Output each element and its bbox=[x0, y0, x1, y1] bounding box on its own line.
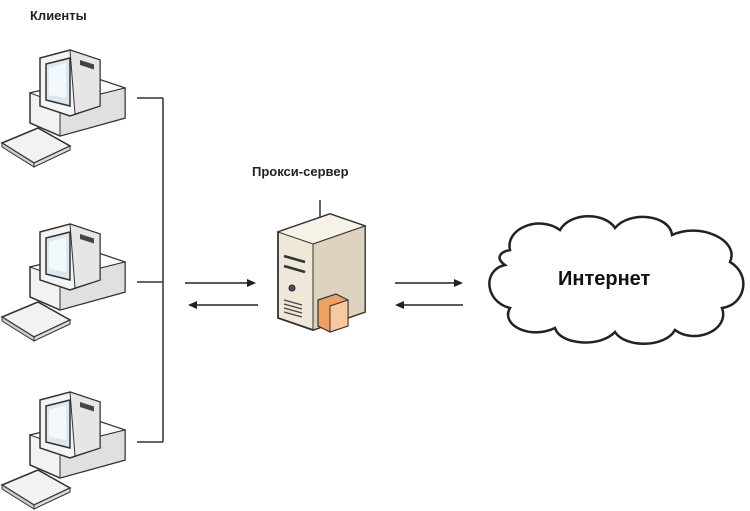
firewall-icon bbox=[317, 293, 349, 333]
internet-label: Интернет bbox=[558, 268, 651, 290]
arrows-proxy-internet bbox=[395, 279, 463, 309]
proxy-server-label: Прокси-сервер bbox=[252, 164, 349, 179]
internet-cloud-icon bbox=[488, 215, 745, 345]
client-bracket bbox=[137, 97, 164, 443]
client-computer-3 bbox=[1, 391, 126, 510]
proxy-server-icon bbox=[276, 200, 367, 333]
clients-label: Клиенты bbox=[30, 8, 87, 23]
client-computer-2 bbox=[1, 223, 126, 342]
arrows-clients-proxy bbox=[185, 279, 258, 309]
client-computer-1 bbox=[1, 49, 126, 168]
